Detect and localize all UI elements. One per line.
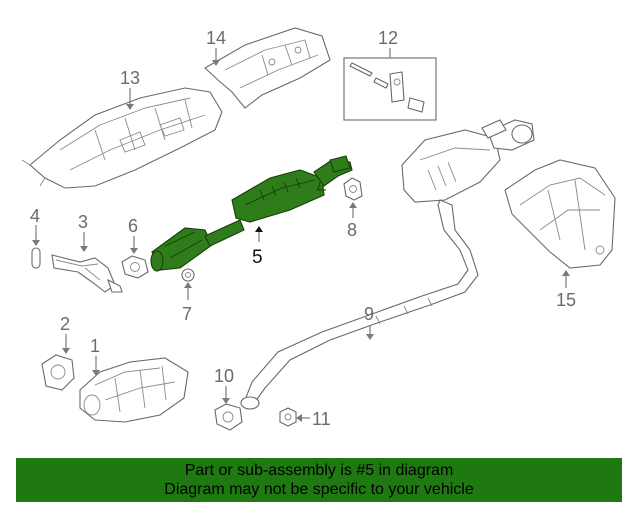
callout-5[interactable]: 5 <box>252 247 263 268</box>
part-6-flange-gasket[interactable] <box>121 255 149 279</box>
part-14-heat-shield[interactable] <box>204 27 331 109</box>
arrow-15 <box>562 270 570 276</box>
part-8-rubber-hanger[interactable] <box>343 177 363 201</box>
callout-2[interactable]: 2 <box>60 314 70 334</box>
part-15-rear-heat-shield[interactable] <box>504 159 616 269</box>
arrow-11 <box>296 414 302 422</box>
part-9-rear-muffler-and-pipe[interactable] <box>240 119 535 410</box>
banner-line-disclaimer: Diagram may not be specific to your vehi… <box>164 481 474 498</box>
arrow-5 <box>255 226 263 232</box>
arrow-2 <box>62 348 70 354</box>
callout-12[interactable]: 12 <box>378 28 398 48</box>
callout-14[interactable]: 14 <box>206 28 226 48</box>
part-1-exhaust-manifold[interactable] <box>79 357 189 423</box>
part-11-nut[interactable] <box>279 407 297 427</box>
arrow-1 <box>92 370 100 376</box>
callout-6[interactable]: 6 <box>128 216 138 236</box>
arrow-14 <box>212 60 220 66</box>
arrow-8 <box>349 202 357 208</box>
arrow-3 <box>80 246 88 252</box>
part-10-flange-gasket[interactable] <box>214 403 243 431</box>
callout-9[interactable]: 9 <box>364 304 374 324</box>
callout-10[interactable]: 10 <box>214 366 234 386</box>
arrow-4 <box>32 240 40 246</box>
part-4-gasket[interactable] <box>31 247 41 269</box>
callout-1[interactable]: 1 <box>90 336 100 356</box>
banner-line-part: Part or sub-assembly is #5 in diagram <box>184 462 454 479</box>
part-3-front-pipe[interactable] <box>51 254 123 293</box>
part-12-hanger-kit[interactable] <box>343 57 437 121</box>
arrow-6 <box>130 248 138 254</box>
callout-3[interactable]: 3 <box>78 212 88 232</box>
arrow-9 <box>366 334 374 340</box>
callout-8[interactable]: 8 <box>347 220 357 240</box>
part-2-manifold-gasket[interactable] <box>41 354 75 391</box>
part-5-catalytic-converter-assembly[interactable] <box>150 155 353 272</box>
callout-11[interactable]: 11 <box>312 409 331 429</box>
arrow-7 <box>184 282 192 288</box>
callout-13[interactable]: 13 <box>120 68 140 88</box>
exhaust-parts-diagram: 13 14 12 4 3 6 <box>21 27 616 431</box>
part-7-nut[interactable] <box>181 268 195 282</box>
callout-15[interactable]: 15 <box>556 290 576 310</box>
callout-7[interactable]: 7 <box>182 304 192 324</box>
arrow-13 <box>126 104 134 110</box>
callout-4[interactable]: 4 <box>30 206 40 226</box>
info-banner: Part or sub-assembly is #5 in diagram Di… <box>16 458 622 502</box>
arrow-10 <box>222 398 230 404</box>
part-13-heat-shield[interactable] <box>21 87 223 189</box>
